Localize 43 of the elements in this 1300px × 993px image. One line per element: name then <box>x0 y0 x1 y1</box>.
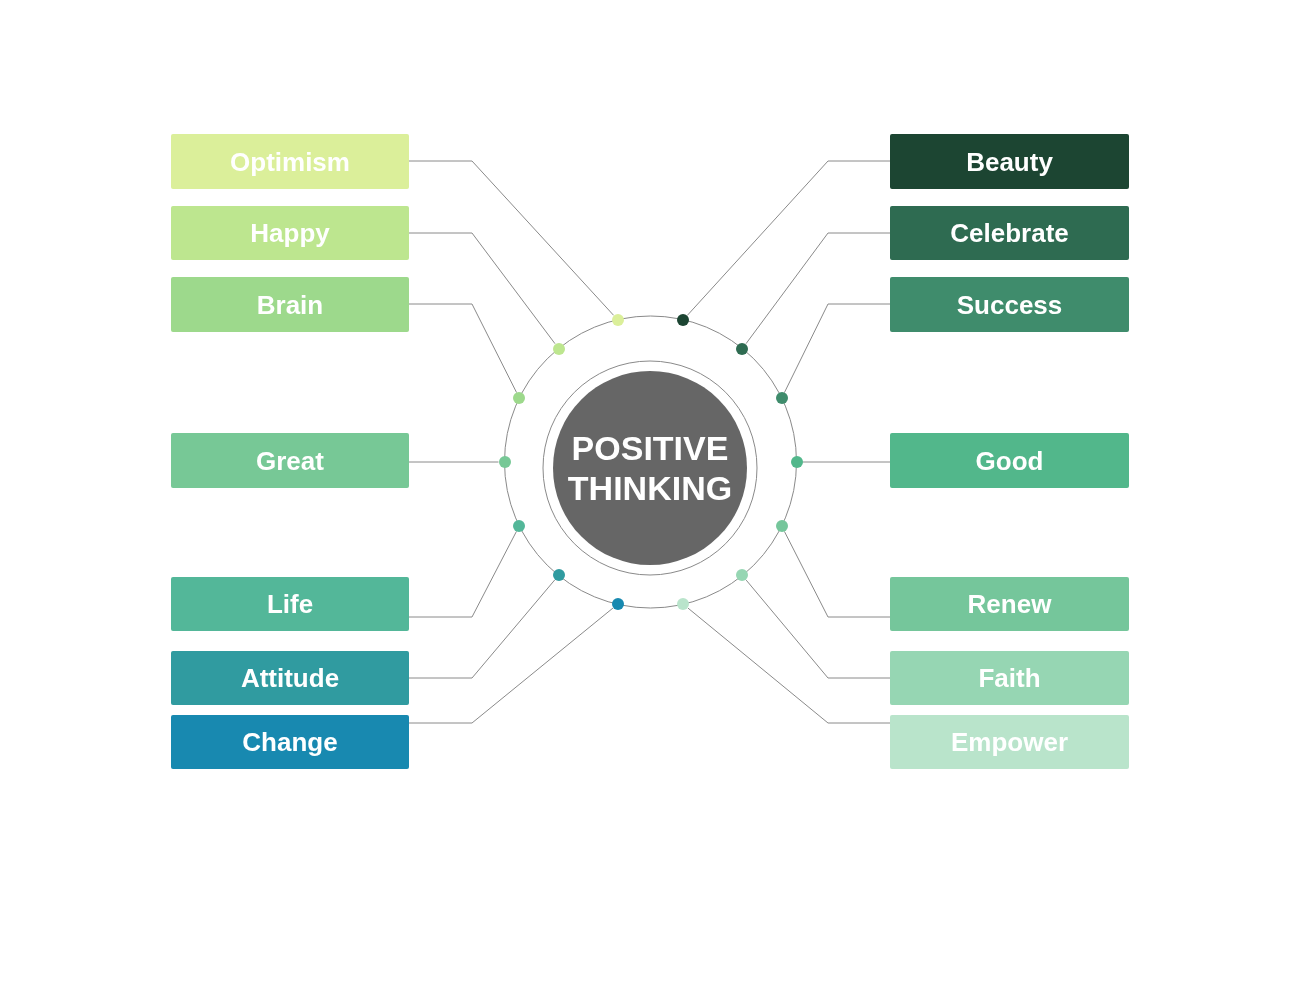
center-label: POSITIVE THINKING <box>566 428 734 508</box>
keyword-label: Attitude <box>240 663 340 693</box>
keyword-label: Celebrate <box>950 218 1069 248</box>
connector-line <box>408 579 556 679</box>
keyword-label: Success <box>956 289 1063 320</box>
connector-line <box>408 232 556 345</box>
keyword-label: Good <box>975 445 1044 476</box>
keyword-label: Brain <box>256 289 324 320</box>
keyword-box <box>890 577 1129 631</box>
keyword-box <box>171 433 409 488</box>
connector-line <box>783 530 891 618</box>
keyword-box <box>171 134 409 189</box>
keyword-label: Happy <box>250 218 330 248</box>
keyword-box <box>890 206 1129 260</box>
connector-line <box>408 607 614 724</box>
keyword-box <box>171 577 409 631</box>
keyword-box <box>890 651 1129 705</box>
connector-line <box>408 160 615 316</box>
connector-line <box>408 461 499 463</box>
connector-line <box>745 579 891 679</box>
keyword-box <box>171 715 409 769</box>
keyword-label: Empower <box>951 727 1068 757</box>
connector-line <box>686 160 891 316</box>
keyword-label: Change <box>242 727 338 757</box>
keyword-box <box>890 433 1129 488</box>
keyword-box <box>171 206 409 260</box>
keyword-label: Life <box>266 589 314 619</box>
connector-line <box>408 303 518 394</box>
keyword-box <box>171 651 409 705</box>
keyword-label: Faith <box>978 663 1041 693</box>
connector-line <box>745 232 891 345</box>
connector-line <box>783 303 891 394</box>
keyword-box <box>890 277 1129 332</box>
keyword-label: Renew <box>967 589 1052 619</box>
connector-line <box>408 530 517 618</box>
keyword-box <box>890 715 1129 769</box>
keyword-box <box>890 134 1129 189</box>
keyword-box <box>171 277 409 332</box>
keyword-label: Great <box>256 445 324 476</box>
connector-line <box>802 461 891 463</box>
connector-line <box>687 607 891 724</box>
keyword-label: Beauty <box>966 146 1053 177</box>
keyword-label: Optimism <box>230 146 350 177</box>
